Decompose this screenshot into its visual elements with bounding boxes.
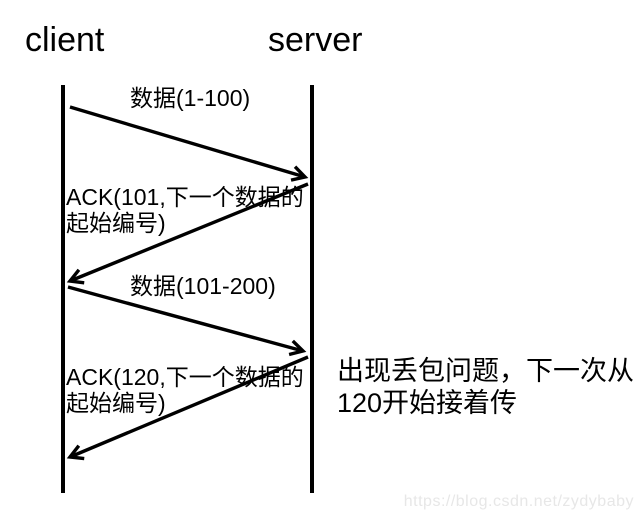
message-label-ack-120-line-1: ACK(120,下一个数据的	[66, 364, 304, 390]
packet-loss-annotation-line-2: 120开始接着传	[337, 388, 518, 418]
message-label-data-1-100: 数据(1-100)	[130, 85, 251, 111]
message-label-data-101-200: 数据(101-200)	[130, 273, 276, 299]
message-label-ack-120: ACK(120,下一个数据的 起始编号)	[66, 364, 304, 416]
message-label-ack-120-line-2: 起始编号)	[66, 390, 166, 416]
actor-label-client: client	[25, 21, 105, 59]
packet-loss-annotation-line-1: 出现丢包问题，下一次从	[337, 356, 634, 386]
arrow-data-101-200	[67, 285, 307, 357]
actor-label-server: server	[268, 21, 363, 59]
watermark-url: https://blog.csdn.net/zydybaby	[403, 493, 634, 510]
packet-loss-annotation: 出现丢包问题，下一次从 120开始接着传	[337, 355, 634, 419]
arrow-ack-101	[66, 182, 309, 285]
message-label-ack-101: ACK(101,下一个数据的 起始编号)	[66, 184, 304, 236]
message-label-ack-101-line-1: ACK(101,下一个数据的	[66, 184, 304, 210]
arrow-data-1-100	[69, 105, 309, 182]
message-label-ack-101-line-2: 起始编号)	[66, 210, 166, 236]
arrow-ack-120	[66, 355, 309, 461]
